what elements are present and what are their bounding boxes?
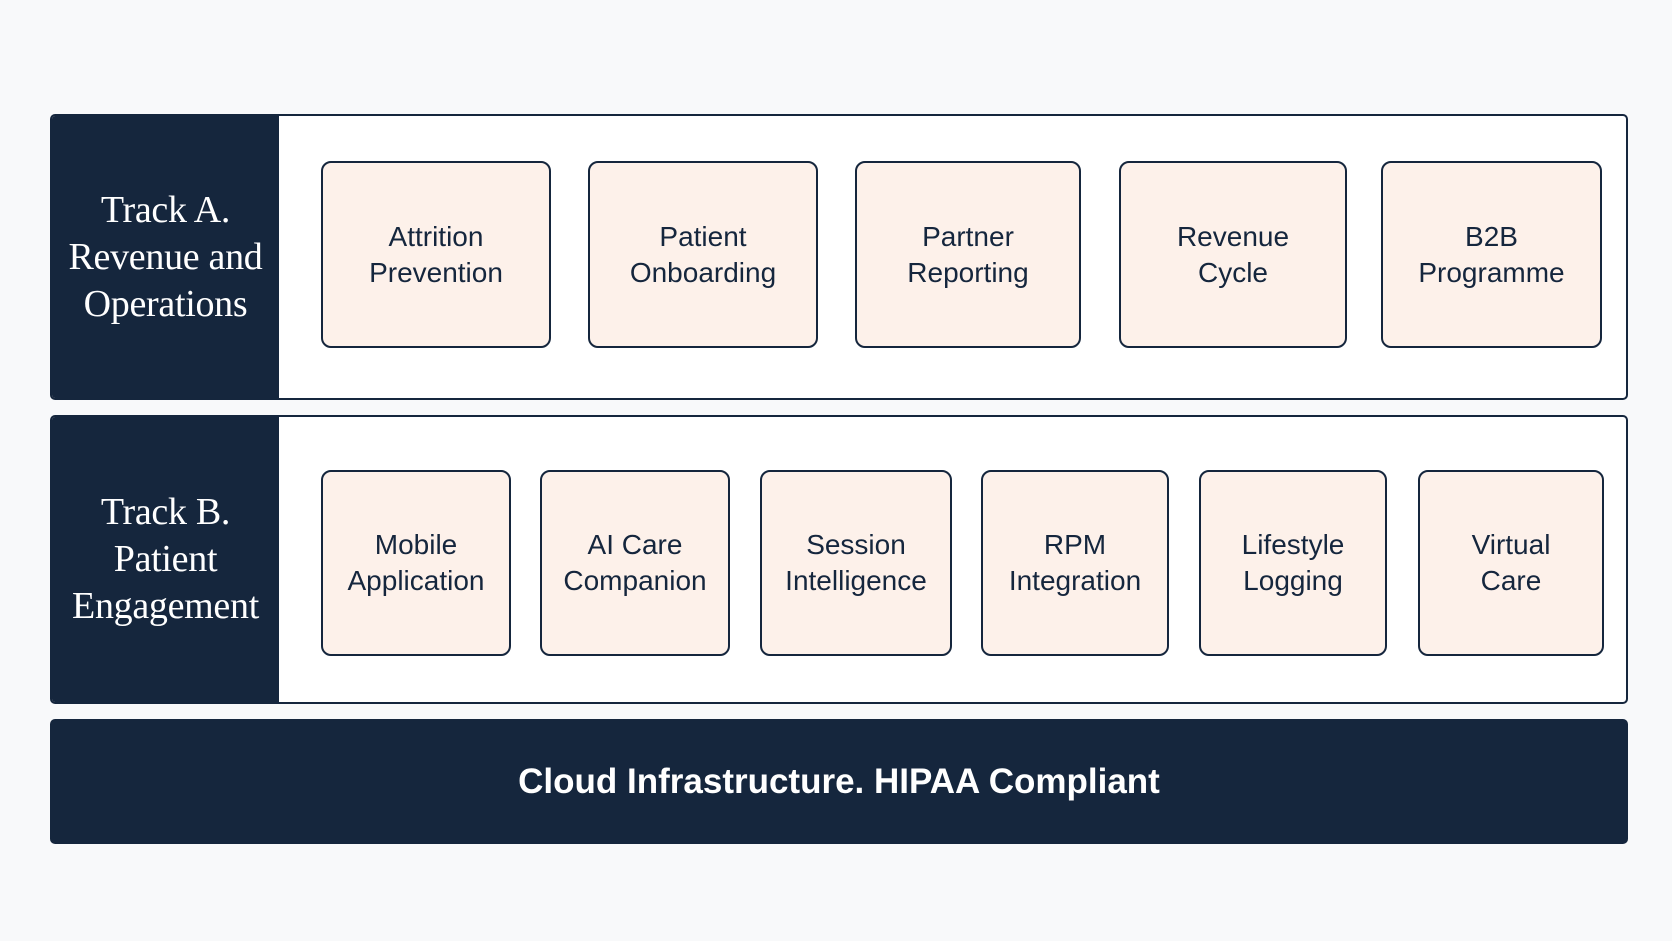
- module-label-line: Companion: [563, 565, 707, 596]
- foundation-label: Cloud Infrastructure. HIPAA Compliant: [518, 761, 1160, 801]
- module-label-line: Care: [1480, 565, 1542, 596]
- module-patient-onboarding: Patient Onboarding: [588, 161, 818, 348]
- module-label-line: Lifestyle: [1241, 529, 1345, 560]
- track-a-label-line: Revenue and: [68, 235, 263, 278]
- module-attrition-prevention: Attrition Prevention: [321, 161, 551, 348]
- track-b-label-line: Patient: [113, 538, 218, 580]
- module-virtual-care: Virtual Care: [1418, 470, 1604, 656]
- module-label-line: Partner: [922, 220, 1014, 252]
- module-label-line: Mobile: [374, 529, 458, 560]
- track-a-label-line: Track A.: [100, 188, 231, 231]
- module-session-intelligence: Session Intelligence: [760, 470, 952, 656]
- track-a-row: Track A. Revenue and Operations Attritio…: [50, 114, 1628, 400]
- module-label-line: Prevention: [369, 256, 503, 288]
- module-label-line: Logging: [1243, 565, 1343, 596]
- module-label-line: AI Care: [587, 529, 683, 560]
- track-a-label: Track A. Revenue and Operations: [52, 116, 279, 398]
- module-label-line: B2B: [1465, 220, 1518, 252]
- module-label-line: Application: [347, 565, 485, 596]
- module-ai-care-companion: AI Care Companion: [540, 470, 730, 656]
- track-b-label-line: Track B.: [100, 491, 231, 533]
- module-label-line: Onboarding: [629, 256, 777, 288]
- module-label-line: Integration: [1008, 565, 1142, 596]
- module-b2b-programme: B2B Programme: [1381, 161, 1602, 348]
- module-label-line: Revenue: [1176, 220, 1290, 252]
- module-label-line: RPM: [1043, 529, 1107, 560]
- module-label-line: Reporting: [907, 256, 1029, 288]
- track-b-label: Track B. Patient Engagement: [52, 417, 279, 702]
- module-lifestyle-logging: Lifestyle Logging: [1199, 470, 1387, 656]
- module-label-line: Session: [806, 529, 906, 560]
- track-b-modules: Mobile Application AI Care Companion Ses…: [279, 417, 1626, 702]
- module-label-line: Programme: [1418, 256, 1565, 288]
- module-revenue-cycle: Revenue Cycle: [1119, 161, 1347, 348]
- track-a-label-line: Operations: [83, 282, 248, 325]
- module-label-line: Patient: [659, 220, 747, 252]
- module-label-line: Cycle: [1197, 256, 1268, 288]
- module-label-line: Intelligence: [785, 565, 927, 596]
- module-rpm-integration: RPM Integration: [981, 470, 1169, 656]
- module-partner-reporting: Partner Reporting: [855, 161, 1081, 348]
- track-b-row: Track B. Patient Engagement Mobile Appli…: [50, 415, 1628, 704]
- track-b-label-line: Engagement: [72, 585, 259, 627]
- module-mobile-application: Mobile Application: [321, 470, 511, 656]
- track-a-modules: Attrition Prevention Patient Onboarding …: [279, 116, 1626, 398]
- cloud-infrastructure-bar: Cloud Infrastructure. HIPAA Compliant: [50, 719, 1628, 844]
- module-label-line: Virtual: [1471, 529, 1551, 560]
- module-label-line: Attrition: [388, 220, 484, 252]
